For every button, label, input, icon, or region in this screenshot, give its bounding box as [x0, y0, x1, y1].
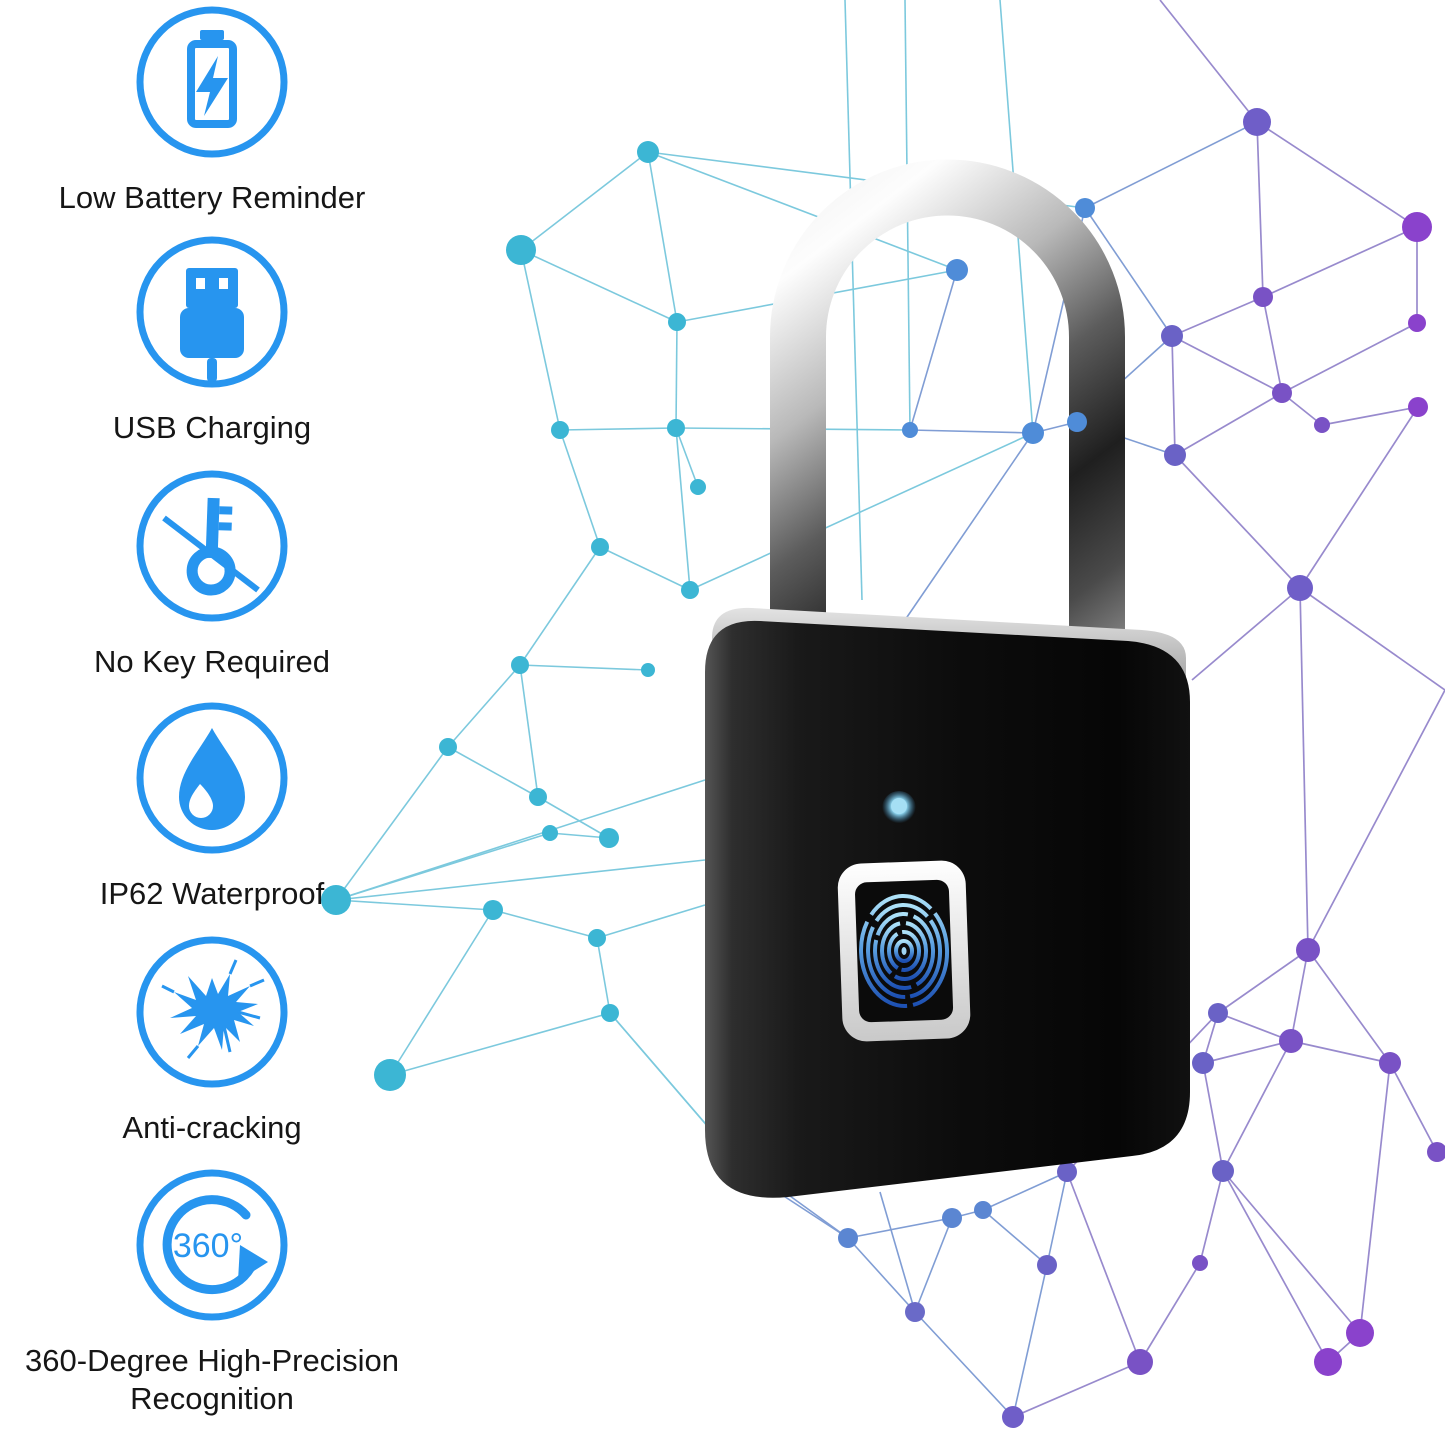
fingerprint-icon — [859, 894, 950, 1008]
padlock-shackle — [770, 159, 1125, 672]
feature-low-battery: Low Battery Reminder — [0, 4, 432, 217]
feature-label: Low Battery Reminder — [58, 180, 366, 215]
feature-label: USB Charging — [112, 410, 312, 445]
icon-360-text: 360° — [173, 1227, 243, 1265]
feature-usb-charging: USB Charging — [0, 234, 432, 447]
feature-waterproof: IP62 Waterproof — [0, 700, 432, 913]
feature-label: No Key Required — [93, 644, 331, 679]
water-drop-icon — [136, 702, 288, 854]
usb-plug-icon — [136, 236, 288, 388]
blue-mesh-nodes — [838, 259, 1044, 1322]
no-key-icon — [136, 470, 288, 622]
rotate-360-icon: 360° — [136, 1169, 288, 1321]
crack-icon — [136, 936, 288, 1088]
battery-charging-icon — [136, 6, 288, 158]
feature-label: 360-Degree High-Precision Recognition — [25, 1343, 399, 1416]
feature-anti-cracking: Anti-cracking — [0, 934, 432, 1147]
feature-360-recognition: 360° 360-Degree High-Precision Recogniti… — [0, 1167, 432, 1418]
feature-label: Anti-cracking — [122, 1110, 302, 1145]
blue-mesh-lines — [746, 121, 1258, 1418]
feature-label: IP62 Waterproof — [99, 876, 325, 911]
purple-mesh-lines — [1012, 0, 1445, 1418]
purple-mesh-nodes — [1002, 108, 1445, 1428]
overlay-mesh-nodes — [1067, 198, 1095, 432]
feature-no-key: No Key Required — [0, 468, 432, 681]
led-core — [891, 798, 907, 814]
fingerprint-sensor — [837, 860, 971, 1042]
